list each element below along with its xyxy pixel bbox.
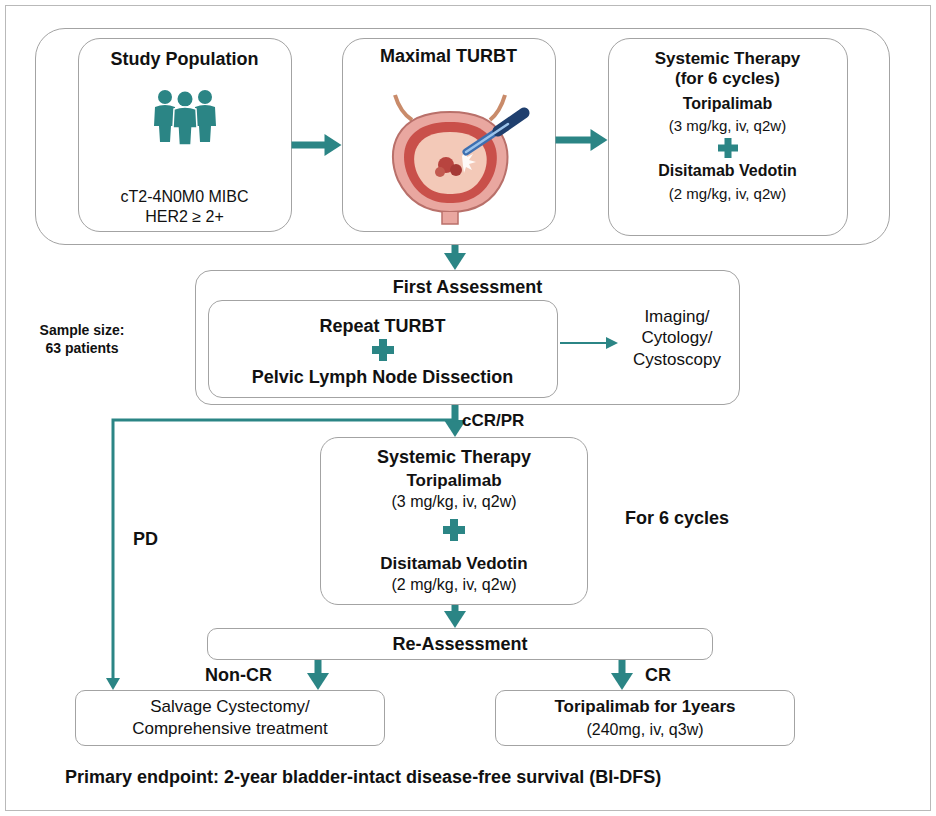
edge-label: Non-CR bbox=[205, 664, 272, 687]
box-text: (3 mg/kg, iv, q2w) bbox=[669, 117, 786, 136]
flow-arrow bbox=[556, 129, 608, 151]
arrow-head bbox=[307, 673, 329, 690]
box-text: cT2-4N0M0 MIBC HER2 ≥ 2+ bbox=[110, 187, 260, 227]
flow-arrow bbox=[307, 660, 329, 690]
plus-symbol bbox=[372, 138, 738, 541]
arrow-head bbox=[611, 673, 633, 690]
flow-arrow bbox=[444, 605, 466, 628]
box-heading: Systemic Therapy bbox=[377, 446, 531, 469]
outcome-box: Toripalimab for 1years (240mg, iv, q3w) bbox=[495, 690, 795, 746]
process-box: Repeat TURBT Pelvic Lymph Node Dissection bbox=[208, 300, 558, 398]
box-text: (240mg, iv, q3w) bbox=[586, 720, 703, 740]
arrow-line bbox=[315, 660, 322, 674]
process-box: Systemic TherapyToripalimab(3 mg/kg, iv,… bbox=[320, 437, 588, 605]
arrow-line bbox=[113, 405, 455, 679]
edge-label: CR bbox=[645, 664, 671, 687]
box-heading: Maximal TURBT bbox=[380, 45, 517, 68]
box-text: Disitamab Vedotin bbox=[380, 553, 527, 574]
note-text: Imaging/ Cytology/ Cystoscopy bbox=[622, 306, 732, 370]
arrow-head bbox=[591, 129, 608, 151]
arrow-head bbox=[106, 678, 120, 690]
flow-arrow bbox=[611, 660, 633, 690]
arrow-head bbox=[325, 134, 342, 156]
group-box: Study Population cT2-4N0M0 MIBC HER2 ≥ 2+… bbox=[35, 28, 890, 245]
endpoint-text: Primary endpoint: 2-year bladder-intact … bbox=[65, 766, 661, 789]
process-box: Maximal TURBT bbox=[342, 38, 556, 232]
arrow-line bbox=[452, 405, 459, 421]
edge-label: PD bbox=[133, 528, 158, 551]
box-heading: Re-Assessment bbox=[392, 633, 527, 656]
box-text: Toripalimab bbox=[683, 94, 773, 114]
arrow-line bbox=[452, 605, 459, 612]
box-heading: Repeat TURBT bbox=[319, 315, 445, 338]
box-text: (2 mg/kg, iv, q2w) bbox=[669, 185, 786, 204]
outcome-box: Salvage Cystectomy/ Comprehensive treatm… bbox=[75, 690, 385, 746]
box-text: Disitamab Vedotin bbox=[658, 161, 797, 181]
flow-arrow bbox=[444, 245, 466, 270]
note-text: For 6 cycles bbox=[625, 507, 729, 530]
box-text: Salvage Cystectomy/ Comprehensive treatm… bbox=[110, 696, 350, 740]
arrow-line bbox=[452, 245, 459, 254]
process-box: Study Population cT2-4N0M0 MIBC HER2 ≥ 2+ bbox=[78, 38, 292, 232]
box-text: Toripalimab bbox=[406, 470, 501, 491]
arrow-line bbox=[556, 137, 592, 144]
box-heading: Toripalimab for 1years bbox=[554, 696, 735, 717]
box-text: Pelvic Lymph Node Dissection bbox=[252, 366, 513, 389]
box-heading: Systemic Therapy (for 6 cycles) bbox=[648, 49, 808, 90]
arrow-head bbox=[444, 253, 466, 270]
box-text: (3 mg/kg, iv, q2w) bbox=[391, 492, 516, 512]
box-text: (2 mg/kg, iv, q2w) bbox=[391, 575, 516, 595]
box-heading: First Assessment bbox=[393, 276, 542, 299]
arrow-line bbox=[619, 660, 626, 674]
leader-arrow bbox=[560, 337, 618, 349]
flow-arrow bbox=[292, 134, 342, 156]
edge-label: cCR/PR bbox=[462, 410, 524, 431]
bladder-illustration bbox=[393, 95, 524, 224]
arrow-line bbox=[292, 142, 326, 149]
note-text: Sample size: 63 patients bbox=[32, 322, 132, 357]
flow-arrow bbox=[106, 405, 455, 690]
box-heading: Study Population bbox=[111, 48, 259, 71]
people-icon bbox=[154, 90, 216, 145]
arrow-head bbox=[444, 611, 466, 628]
process-box: Systemic Therapy (for 6 cycles) Toripalim… bbox=[608, 38, 848, 236]
assessment-box: Re-Assessment bbox=[207, 628, 713, 660]
